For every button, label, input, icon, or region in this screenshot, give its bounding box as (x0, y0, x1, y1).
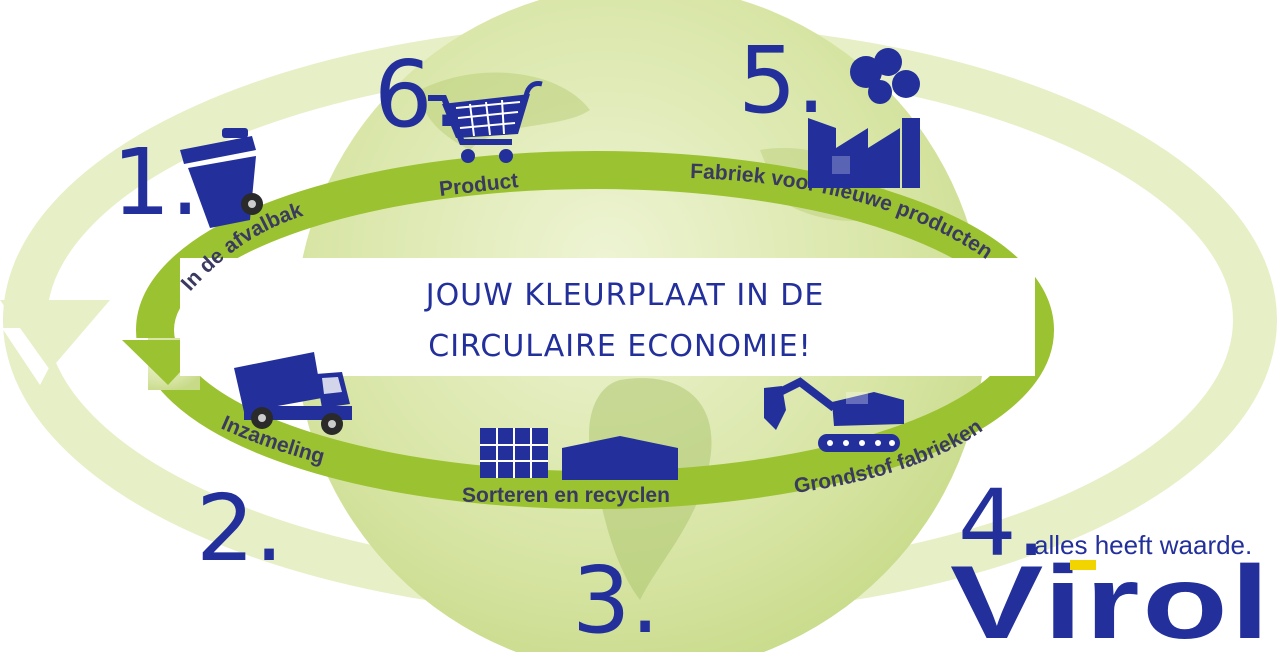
title-line-1: JOUW KLEURPLAAT IN DE (424, 278, 825, 313)
shopping-cart-icon (428, 81, 543, 163)
brand-tagline: alles heeft waarde. (1034, 530, 1252, 560)
step-number-1: 1. (112, 129, 200, 236)
garbage-truck-icon (234, 352, 352, 435)
title-band (180, 258, 1035, 376)
brand-logo: alles heeft waarde. Virol (950, 530, 1272, 652)
sorting-facility-icon (480, 428, 678, 480)
step-number-6: 6. (374, 41, 462, 148)
brand-accent-bar (1070, 560, 1096, 570)
step-number-4: 4. (958, 470, 1046, 577)
step-number-2: 2. (196, 475, 284, 582)
step-number-5: 5. (738, 27, 826, 134)
step-number-3: 3. (572, 547, 660, 652)
step-label-3: Sorteren en recyclen (462, 484, 670, 507)
factory-icon (808, 48, 920, 188)
excavator-icon (764, 377, 904, 452)
brand-name: Virol (950, 545, 1272, 652)
waste-bin-icon (180, 128, 263, 228)
title-line-2: CIRCULAIRE ECONOMIE! (428, 329, 811, 364)
